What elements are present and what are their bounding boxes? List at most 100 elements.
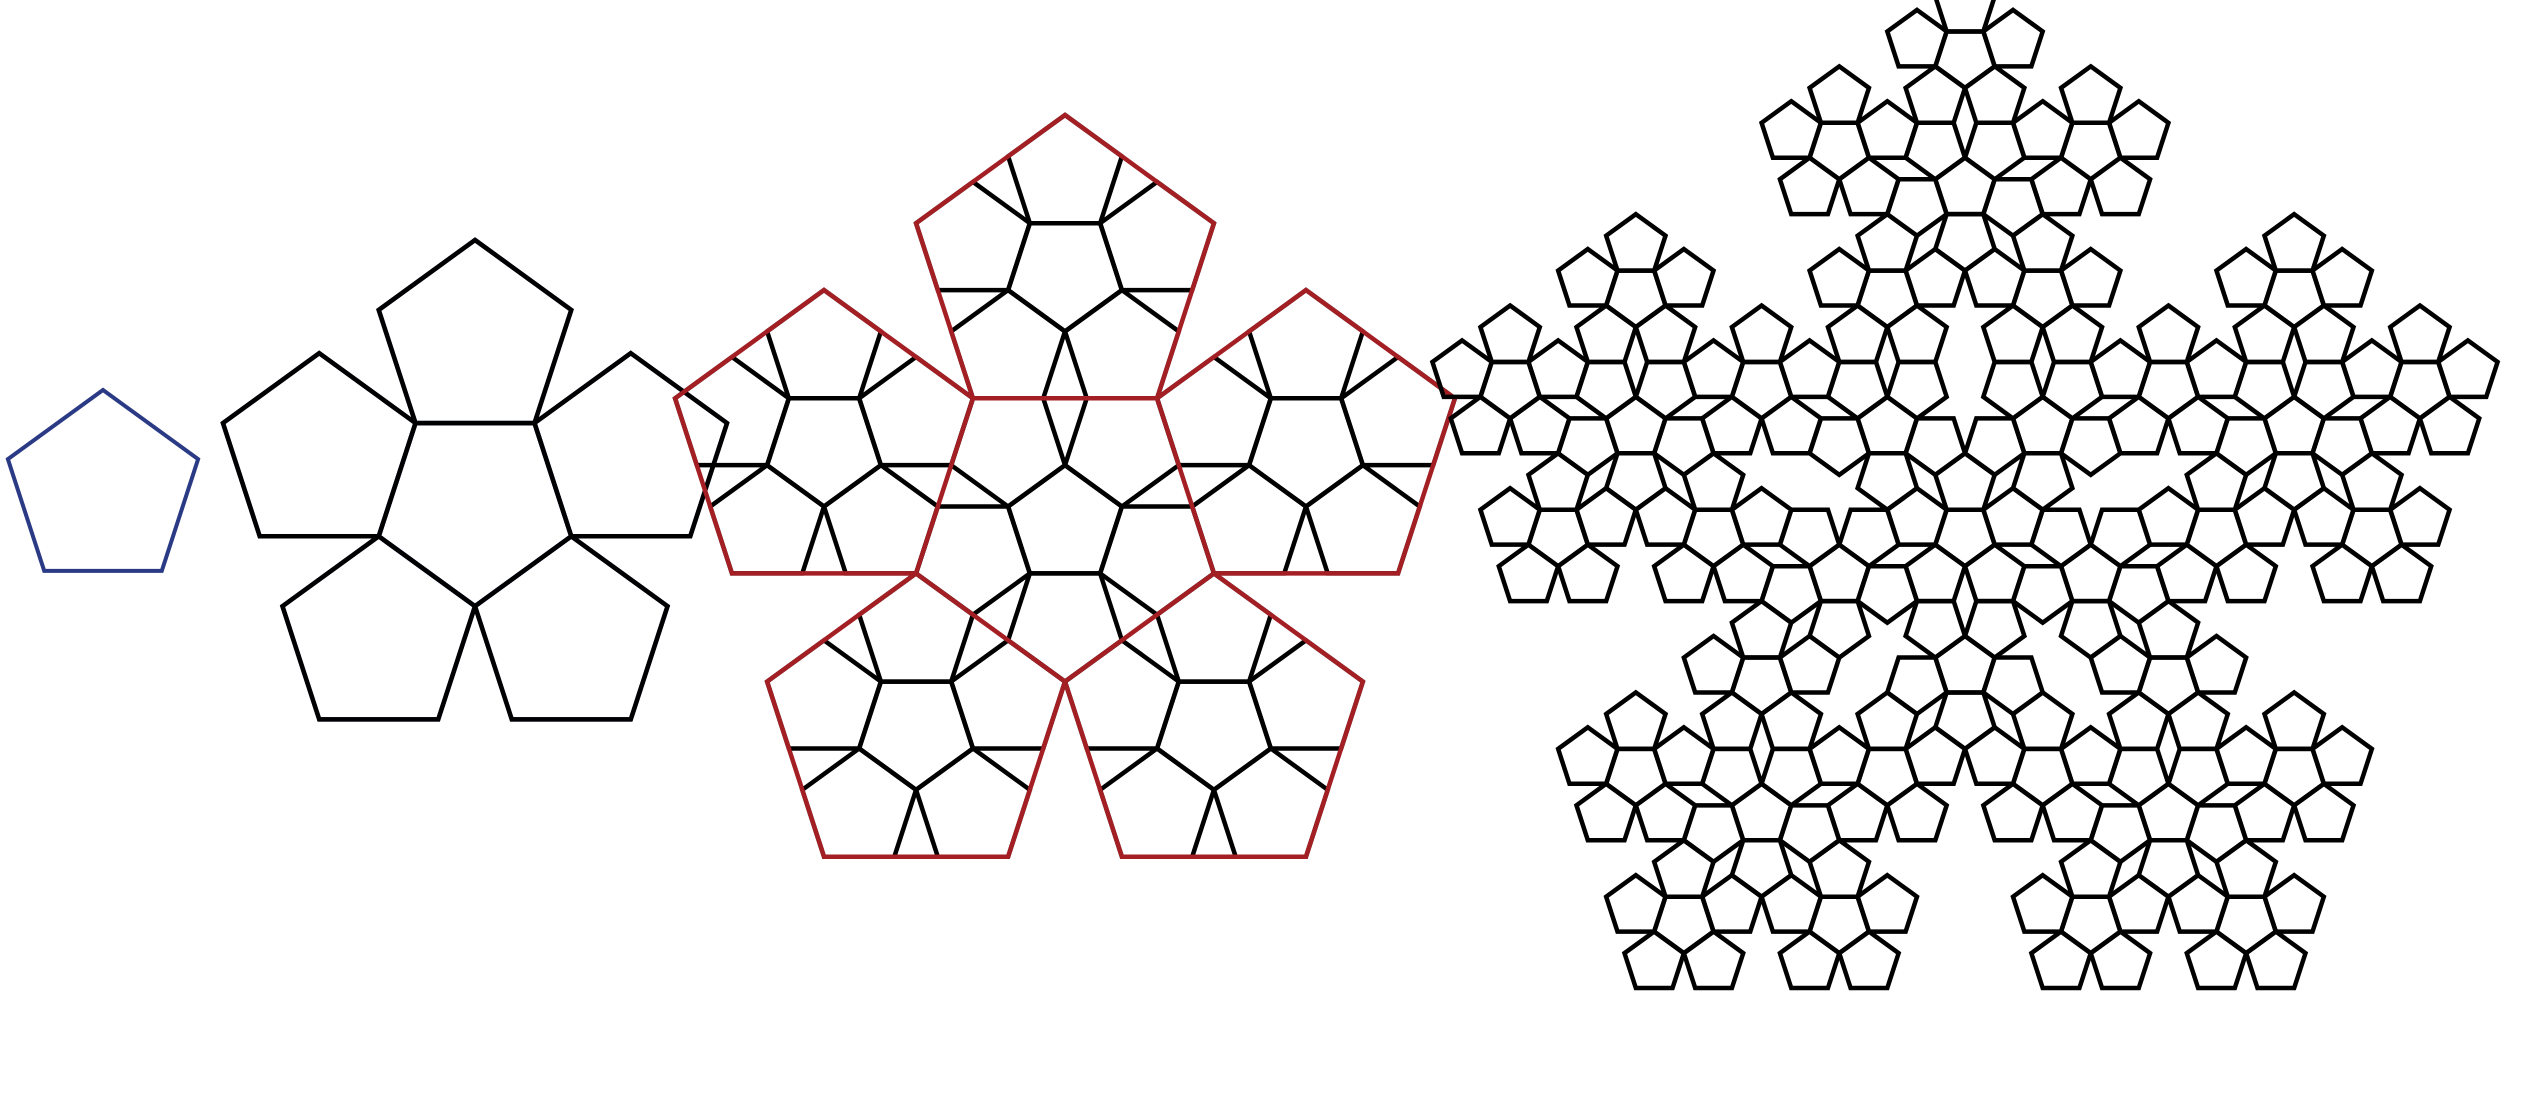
pentagon-tile xyxy=(1633,302,1698,365)
pentagon-tile xyxy=(1777,507,1842,569)
pentagon-tile xyxy=(2058,724,2124,787)
pentagon-tile xyxy=(2028,928,2094,991)
pentagon-tile xyxy=(1005,571,1125,685)
pentagon-tile xyxy=(2088,633,2153,695)
pentagon-tile xyxy=(2154,541,2220,604)
pentagon-tile xyxy=(1836,154,1902,217)
pentagon-tile xyxy=(2106,689,2172,752)
pentagon-tile xyxy=(2339,450,2405,512)
pentagon-tile xyxy=(1825,781,1890,843)
pentagon-tile xyxy=(1555,724,1621,787)
pentagon-tile xyxy=(2040,302,2105,365)
pentagon-tile xyxy=(2261,872,2327,934)
pentagon-tile xyxy=(1777,633,1842,695)
pentagon-tile xyxy=(1806,246,1872,308)
pentagon-tile xyxy=(2058,598,2124,661)
pentagon-tile xyxy=(2387,302,2453,365)
pentagon-tile xyxy=(1729,302,1794,365)
pentagon-tile xyxy=(1980,7,2046,69)
pentagon-tile xyxy=(2243,928,2309,991)
pentagon-tile xyxy=(1962,724,2028,787)
pentagon-tile xyxy=(2309,724,2375,787)
pentagon-tile xyxy=(1932,211,1998,274)
pentagon-tile xyxy=(2261,451,2327,513)
pentagon-tile xyxy=(2058,63,2124,126)
pentagon-tile xyxy=(2357,394,2423,456)
pentagon-tile xyxy=(2291,781,2357,843)
red-outline-pentagon xyxy=(764,570,1068,859)
pentagon-tile xyxy=(2136,598,2201,660)
outer-pentagon xyxy=(220,350,419,539)
pentagon-tile xyxy=(2058,246,2124,308)
pentagon-tile xyxy=(2028,154,2094,217)
blue-pentagon xyxy=(5,387,201,573)
red-outline-pentagon xyxy=(1062,570,1366,859)
pentagon-tile xyxy=(1884,302,1950,365)
pentagon-tile xyxy=(856,570,976,684)
pentagon-tile xyxy=(1806,724,1872,787)
pentagon-tile xyxy=(1651,837,1717,899)
pentagon-tile xyxy=(2136,838,2201,900)
pentagon-tile xyxy=(1934,0,1996,34)
pentagon-tile xyxy=(1729,485,1794,547)
pentagon-tile xyxy=(2106,394,2172,456)
pentagon-tile xyxy=(1633,485,1698,547)
pentagon-tile xyxy=(2058,837,2124,899)
pentagon-tile xyxy=(764,287,884,401)
pentagon-tile xyxy=(1429,337,1495,400)
pentagon-tile xyxy=(1573,302,1639,365)
pentagon-tile xyxy=(1777,928,1842,991)
pentagon-tile xyxy=(2106,98,2172,160)
pentagon-tile xyxy=(1884,7,1950,69)
pentagon-tile xyxy=(2232,781,2297,843)
pentagon-tile xyxy=(1854,451,1920,513)
pentagon-tile xyxy=(1555,541,1621,604)
pentagon-tile xyxy=(2184,928,2249,991)
red-outline-pentagon xyxy=(913,112,1217,401)
pentagon-tile xyxy=(1825,302,1890,365)
pentagon-tile xyxy=(1699,872,1765,934)
pentagon-tile xyxy=(2184,633,2249,695)
pentagon-tile xyxy=(2088,337,2153,400)
pentagon-tile xyxy=(1758,98,1824,160)
pentagon-tile xyxy=(1758,872,1824,934)
pentagon-tile xyxy=(1681,450,1746,512)
pentagon-tile xyxy=(2309,246,2375,308)
pentagon-tile xyxy=(1651,724,1717,787)
pentagon-tile xyxy=(1603,689,1669,752)
pentagon-tile xyxy=(2309,541,2375,604)
pentagon-tile xyxy=(1962,416,2028,478)
pentagon-tile xyxy=(1603,872,1669,934)
pentagon-tile xyxy=(2040,781,2105,843)
red-outline-pentagon xyxy=(672,287,976,576)
pentagon-tile xyxy=(1980,655,2046,717)
pentagon-tile xyxy=(1932,450,1998,512)
pentagon-tile xyxy=(1651,541,1717,604)
pentagon-tile xyxy=(1980,359,2046,422)
pentagon-tile xyxy=(2165,872,2231,934)
pentagon-tile xyxy=(1962,246,2028,308)
pentagon-tile xyxy=(2435,337,2501,400)
pentagon-tile xyxy=(1806,63,1872,126)
pentagon-tile xyxy=(1980,781,2046,843)
pentagon-tile xyxy=(1806,416,1872,478)
pentagon-tile xyxy=(1902,598,1968,661)
pentagon-tile xyxy=(1681,337,1746,400)
pentagon-tile xyxy=(1729,838,1794,900)
pentagon-tile xyxy=(1902,416,1968,478)
pentagon-tile xyxy=(2165,689,2231,752)
pentagon-tile xyxy=(1681,633,1746,695)
pentagon-tile xyxy=(1777,337,1842,400)
pentagon-tile xyxy=(1699,689,1765,752)
pentagon-stage-0 xyxy=(5,387,201,573)
pentagon-tile xyxy=(2184,450,2249,512)
pentagon-tile xyxy=(1555,246,1621,308)
pentaflake-stage-1 xyxy=(220,237,730,722)
pentagon-tile xyxy=(1525,450,1591,512)
pentaflake-stage-3 xyxy=(1429,0,2501,991)
pentagon-tile xyxy=(1496,541,1561,604)
pentagon-tile xyxy=(1980,302,2046,365)
pentagon-tile xyxy=(1777,154,1842,217)
pentagon-tile xyxy=(1603,451,1669,513)
pentagon-tile xyxy=(1758,394,1824,456)
